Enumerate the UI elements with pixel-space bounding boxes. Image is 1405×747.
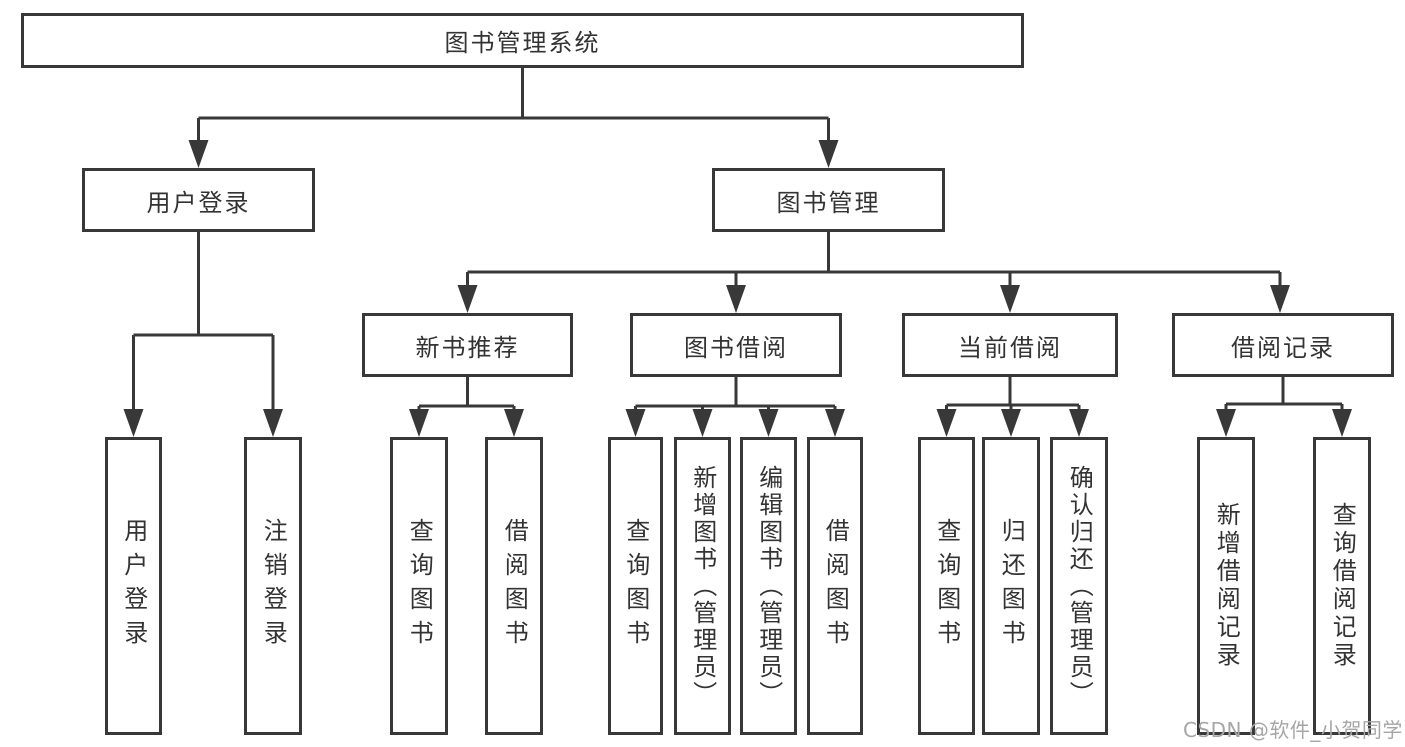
node-label: 新书推荐 xyxy=(415,333,520,362)
node-label: 图书管理系统 xyxy=(444,29,601,57)
node-library-management-system: 图书管理系统 xyxy=(21,13,1024,68)
leaf-borrow-book-under-recommend: 借阅图书 xyxy=(485,437,543,735)
node-user-login: 用户登录 xyxy=(82,168,315,232)
leaf-label: 查询图书 xyxy=(932,518,961,654)
leaf-query-book-under-borrowing: 查询图书 xyxy=(608,437,663,735)
node-new-book-recommend: 新书推荐 xyxy=(362,313,573,377)
node-label: 图书借阅 xyxy=(684,333,788,362)
leaf-label: 查询借阅记录 xyxy=(1328,502,1357,670)
node-book-management: 图书管理 xyxy=(712,168,945,232)
leaf-add-borrow-record: 新增借阅记录 xyxy=(1197,437,1255,735)
node-borrow-records: 借阅记录 xyxy=(1172,313,1394,377)
leaf-edit-book-admin: 编辑图书（管理员） xyxy=(740,437,797,735)
leaf-label: 确认归还（管理员） xyxy=(1065,464,1094,708)
leaf-label: 归还图书 xyxy=(997,518,1026,654)
node-label: 借阅记录 xyxy=(1231,333,1335,362)
leaf-query-book-under-current: 查询图书 xyxy=(918,437,975,735)
arrowheads xyxy=(123,140,1352,437)
leaf-return-book: 归还图书 xyxy=(982,437,1040,735)
leaf-user-login: 用户登录 xyxy=(105,437,162,735)
leaf-borrow-book-under-borrowing: 借阅图书 xyxy=(807,437,863,735)
node-label: 当前借阅 xyxy=(958,333,1062,362)
leaf-label: 查询图书 xyxy=(621,518,650,654)
node-book-borrowing: 图书借阅 xyxy=(630,313,842,377)
leaf-add-book-admin: 新增图书（管理员） xyxy=(674,437,731,735)
leaf-label: 新增图书（管理员） xyxy=(688,464,717,708)
node-current-borrowing: 当前借阅 xyxy=(902,313,1118,377)
leaf-label: 注销登录 xyxy=(259,518,288,654)
leaf-label: 新增借阅记录 xyxy=(1212,502,1241,670)
leaf-label: 借阅图书 xyxy=(821,518,850,654)
node-label: 图书管理 xyxy=(776,188,881,217)
leaf-label: 查询图书 xyxy=(405,518,434,654)
csdn-watermark: CSDN @软件_小贺同学 xyxy=(1183,718,1403,742)
leaf-confirm-return-admin: 确认归还（管理员） xyxy=(1050,437,1108,735)
leaf-label: 编辑图书（管理员） xyxy=(754,464,783,708)
leaf-label: 用户登录 xyxy=(119,518,148,654)
leaf-query-borrow-record: 查询借阅记录 xyxy=(1313,437,1371,735)
leaf-logout-login: 注销登录 xyxy=(244,437,302,735)
node-label: 用户登录 xyxy=(146,188,251,217)
leaf-query-book-under-recommend: 查询图书 xyxy=(390,437,448,735)
leaf-label: 借阅图书 xyxy=(500,518,529,654)
